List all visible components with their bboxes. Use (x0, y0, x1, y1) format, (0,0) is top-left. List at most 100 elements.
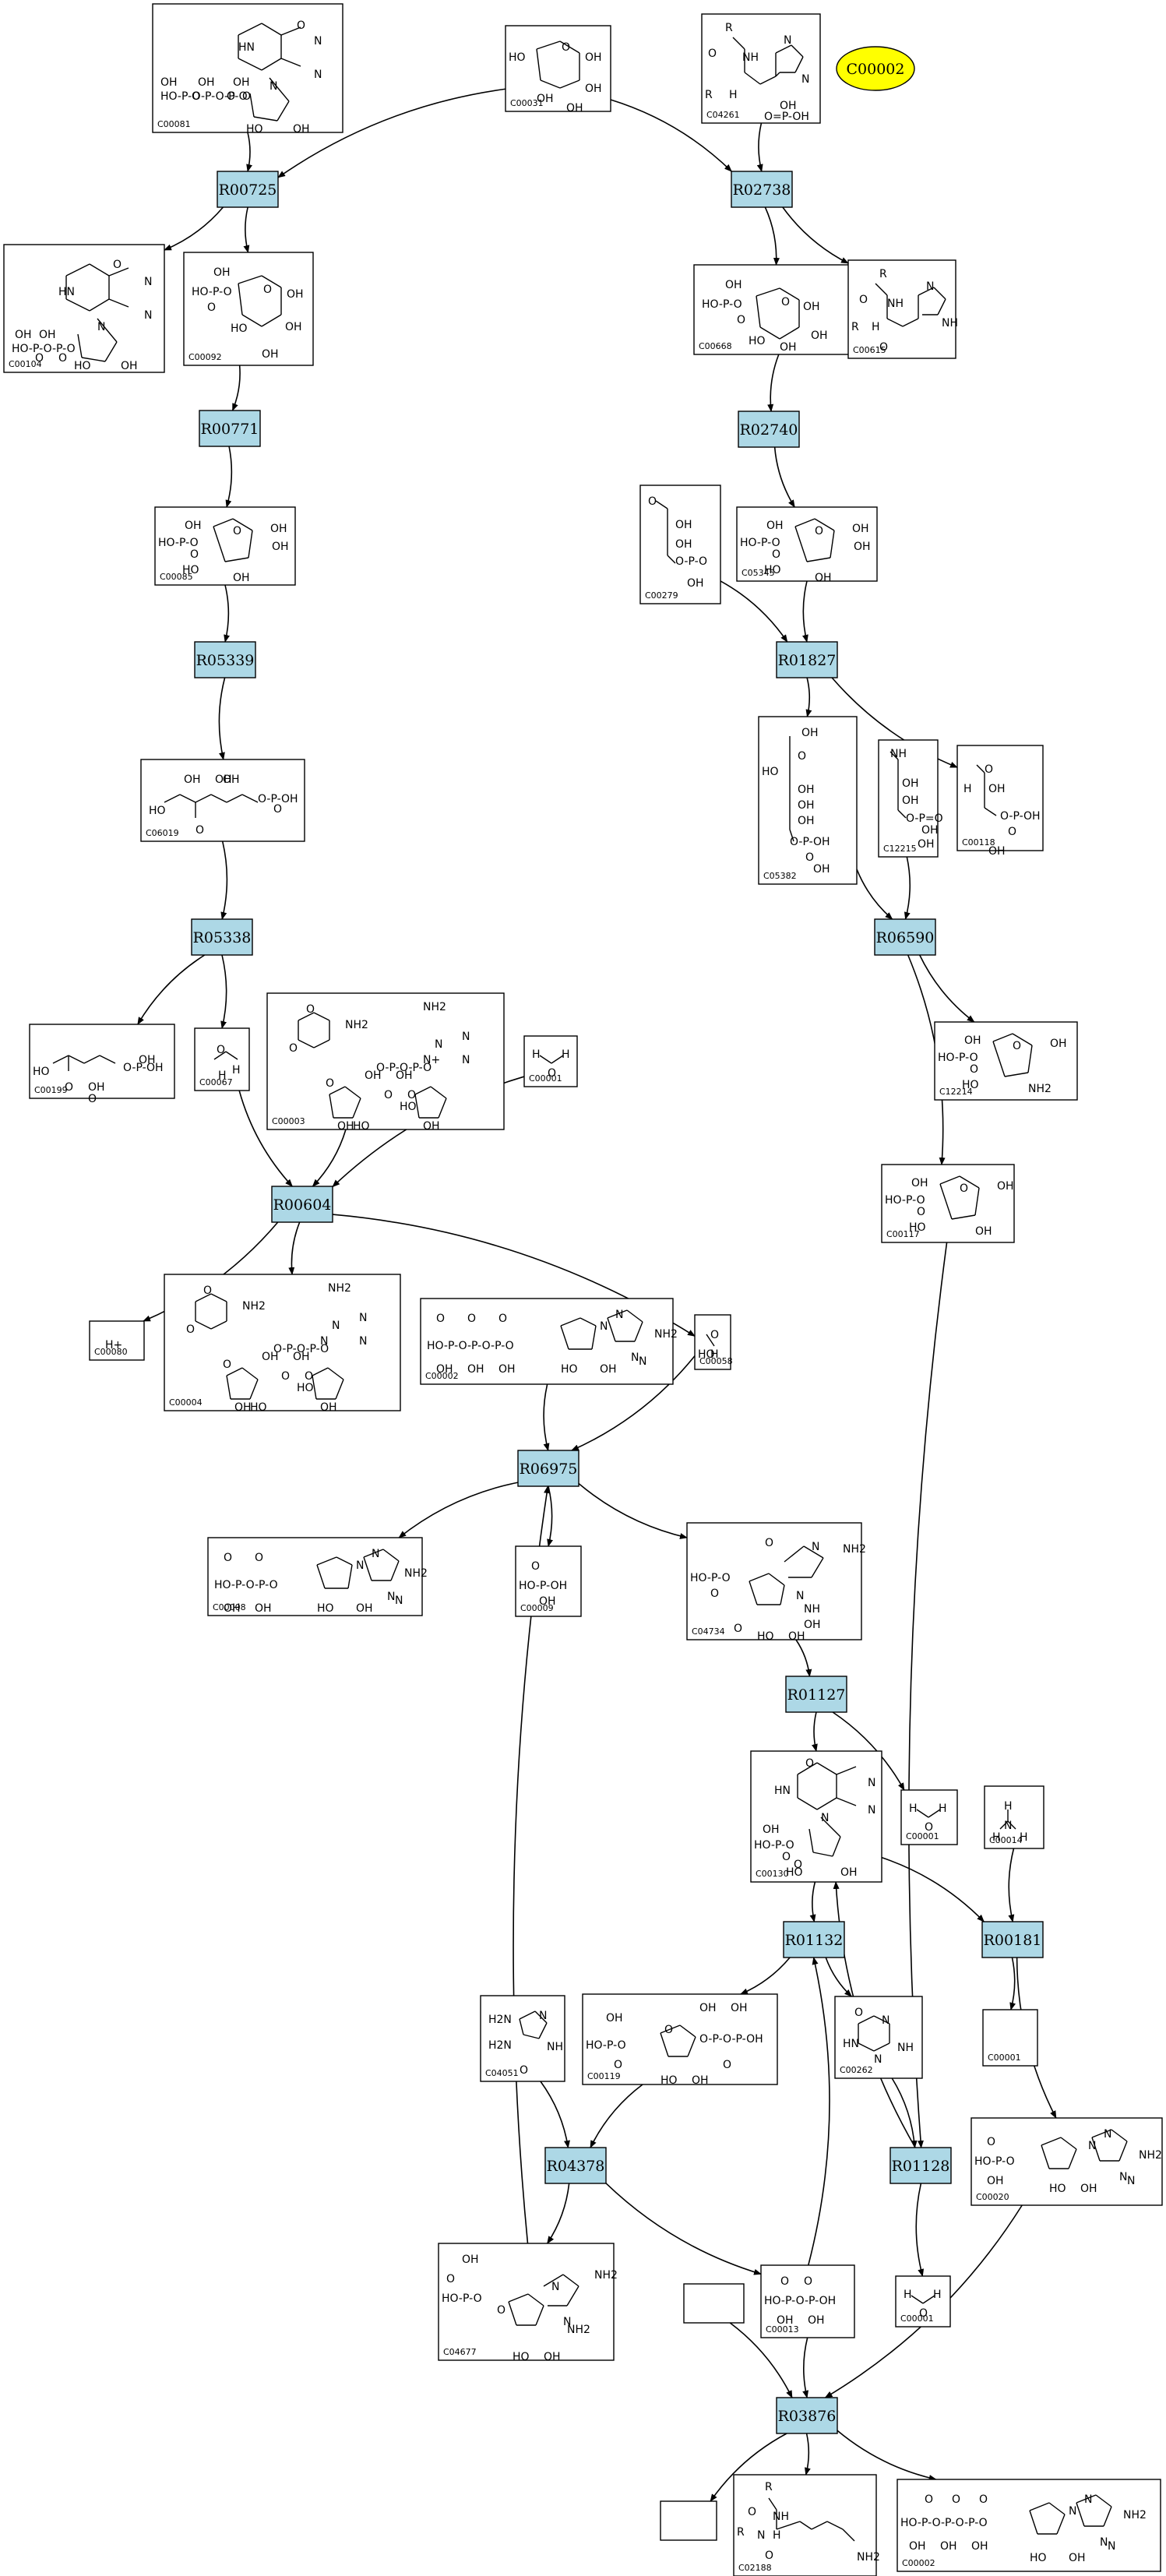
reaction-box[interactable] (776, 641, 838, 678)
compound-box[interactable] (660, 2500, 717, 2541)
reaction-node[interactable]: R03876 (776, 2397, 838, 2434)
reaction-box[interactable] (191, 918, 253, 956)
compound-box[interactable] (970, 2117, 1163, 2206)
compound-box[interactable] (733, 2474, 877, 2576)
reaction-box[interactable] (783, 1921, 845, 1958)
reaction-node[interactable]: R00771 (199, 410, 261, 447)
compound-box[interactable] (29, 1024, 175, 1099)
reaction-node[interactable]: R01128 (889, 2147, 952, 2184)
compound-box[interactable] (895, 2275, 951, 2328)
reaction-box[interactable] (544, 2147, 607, 2184)
compound-box[interactable] (834, 1996, 923, 2079)
reaction-node[interactable]: R00181 (981, 1921, 1044, 1958)
reaction-box[interactable] (517, 1450, 579, 1487)
compound-node[interactable]: C00001 (982, 2009, 1038, 2067)
compound-node[interactable] (660, 2500, 717, 2541)
compound-box[interactable] (878, 739, 939, 858)
compound-box[interactable] (438, 2243, 615, 2361)
compound-box[interactable] (523, 1035, 578, 1087)
compound-box[interactable] (194, 1027, 250, 1091)
reaction-node[interactable]: R00725 (217, 171, 279, 208)
compound-box[interactable] (207, 1537, 423, 1616)
compound-node[interactable] (683, 2283, 745, 2324)
reaction-node[interactable]: R01127 (785, 1676, 847, 1713)
compound-box[interactable] (982, 2009, 1038, 2067)
compound-box[interactable] (736, 506, 878, 582)
reaction-box[interactable] (776, 2397, 838, 2434)
compound-box[interactable] (639, 485, 721, 604)
compound-box[interactable] (897, 2479, 1161, 2572)
reaction-box[interactable] (738, 411, 800, 448)
compound-box[interactable] (515, 1545, 582, 1617)
compound-box[interactable] (934, 1021, 1078, 1101)
compound-box[interactable] (847, 259, 956, 359)
reaction-box[interactable] (194, 641, 256, 678)
compound-box[interactable] (480, 1995, 565, 2082)
compound-box[interactable] (505, 25, 611, 112)
compound-box[interactable] (984, 1785, 1044, 1849)
reaction-node[interactable]: R00604 (271, 1186, 333, 1223)
reaction-box[interactable] (271, 1186, 333, 1223)
compound-box[interactable] (694, 1314, 731, 1370)
reaction-node[interactable]: R06590 (874, 918, 936, 956)
reaction-node[interactable]: R05339 (194, 641, 256, 678)
reaction-node[interactable]: R01827 (776, 641, 838, 678)
reaction-box[interactable] (199, 410, 261, 447)
reaction-node[interactable]: R05338 (191, 918, 253, 956)
compound-box[interactable] (750, 1750, 882, 1883)
reaction-box[interactable] (217, 171, 279, 208)
reaction-node[interactable]: R02740 (738, 411, 800, 448)
compound-node[interactable]: H+C00080 (89, 1320, 145, 1361)
highlight-ellipse[interactable] (836, 46, 915, 91)
compound-box[interactable] (89, 1320, 145, 1361)
reaction-box[interactable] (731, 171, 793, 208)
reaction-box[interactable] (874, 918, 936, 956)
compound-box[interactable] (760, 2264, 855, 2338)
highlight-node[interactable]: C00002 (836, 46, 915, 91)
compound-box[interactable] (701, 13, 821, 124)
compound-box[interactable] (154, 506, 296, 586)
reaction-node[interactable]: R01132 (783, 1921, 845, 1958)
compound-box[interactable] (582, 1993, 778, 2085)
reaction-node[interactable]: R06975 (517, 1450, 579, 1487)
reaction-box[interactable] (785, 1676, 847, 1713)
reaction-node[interactable]: R04378 (544, 2147, 607, 2184)
reaction-node[interactable]: R02738 (731, 171, 793, 208)
compound-box[interactable] (683, 2283, 745, 2324)
